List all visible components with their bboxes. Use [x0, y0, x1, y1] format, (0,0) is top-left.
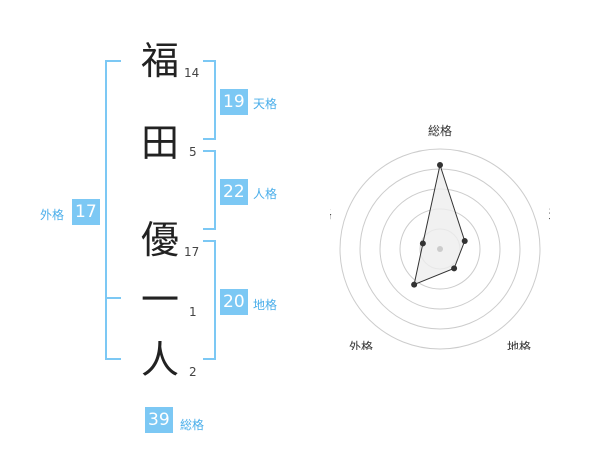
- stroke-count-5: 2: [189, 365, 197, 379]
- chikaku-badge: 20: [220, 289, 248, 315]
- radar-axis-label-0: 総格: [428, 123, 452, 138]
- stroke-count-1: 14: [184, 66, 200, 80]
- chikaku-bracket-top: [203, 240, 216, 242]
- chikaku-bracket-spine: [214, 240, 216, 360]
- chikaku-bracket-bottom: [203, 358, 216, 360]
- name-char-3: 優: [140, 218, 179, 262]
- jinkaku-bracket-bottom: [203, 228, 216, 230]
- name-char-2: 田: [140, 121, 179, 165]
- soukaku-badge: 39: [145, 407, 173, 433]
- soukaku-label: 総格: [180, 418, 205, 432]
- radar-axis-label-4: 人格: [330, 206, 332, 221]
- jinkaku-bracket-top: [203, 150, 216, 152]
- tenkaku-bracket-bottom: [203, 138, 216, 140]
- name-char-4: 一: [140, 278, 179, 322]
- radar-axis-label-3: 外格: [349, 339, 373, 350]
- radar-point-3: [411, 281, 418, 288]
- chikaku-label: 地格: [253, 298, 278, 312]
- jinkaku-badge: 22: [220, 179, 248, 205]
- radar-polygon: [413, 163, 466, 286]
- radar-axis-label-2: 地格: [507, 339, 531, 350]
- name-char-5: 人: [140, 338, 179, 382]
- radar-axis-label-1: 天格: [548, 206, 550, 221]
- radar-center: [437, 246, 443, 252]
- tenkaku-badge: 19: [220, 89, 248, 115]
- tenkaku-bracket-spine: [214, 60, 216, 140]
- radar-ring-5: [339, 148, 541, 350]
- radar-point-2: [451, 265, 458, 272]
- tenkaku-bracket-top: [203, 60, 216, 62]
- gaikaku-bracket-top: [105, 60, 121, 62]
- jinkaku-label: 人格: [253, 187, 278, 201]
- tenkaku-label: 天格: [253, 97, 278, 111]
- radar-point-4: [419, 240, 426, 247]
- stroke-count-2: 5: [189, 145, 197, 159]
- radar-point-0: [437, 162, 443, 168]
- radar-point-1: [461, 237, 468, 244]
- gaikaku-bracket-mid: [105, 297, 121, 299]
- stroke-count-3: 17: [184, 245, 200, 259]
- jinkaku-bracket-spine: [214, 150, 216, 230]
- gaikaku-bracket-bottom: [105, 358, 121, 360]
- stroke-count-4: 1: [189, 305, 197, 319]
- gaikaku-bracket-spine: [105, 60, 107, 360]
- fortune-radar-chart: 総格天格地格 外格 人格: [330, 123, 550, 350]
- gaikaku-badge: 17: [72, 199, 100, 225]
- name-char-1: 福: [140, 39, 179, 83]
- gaikaku-label: 外格: [40, 208, 65, 222]
